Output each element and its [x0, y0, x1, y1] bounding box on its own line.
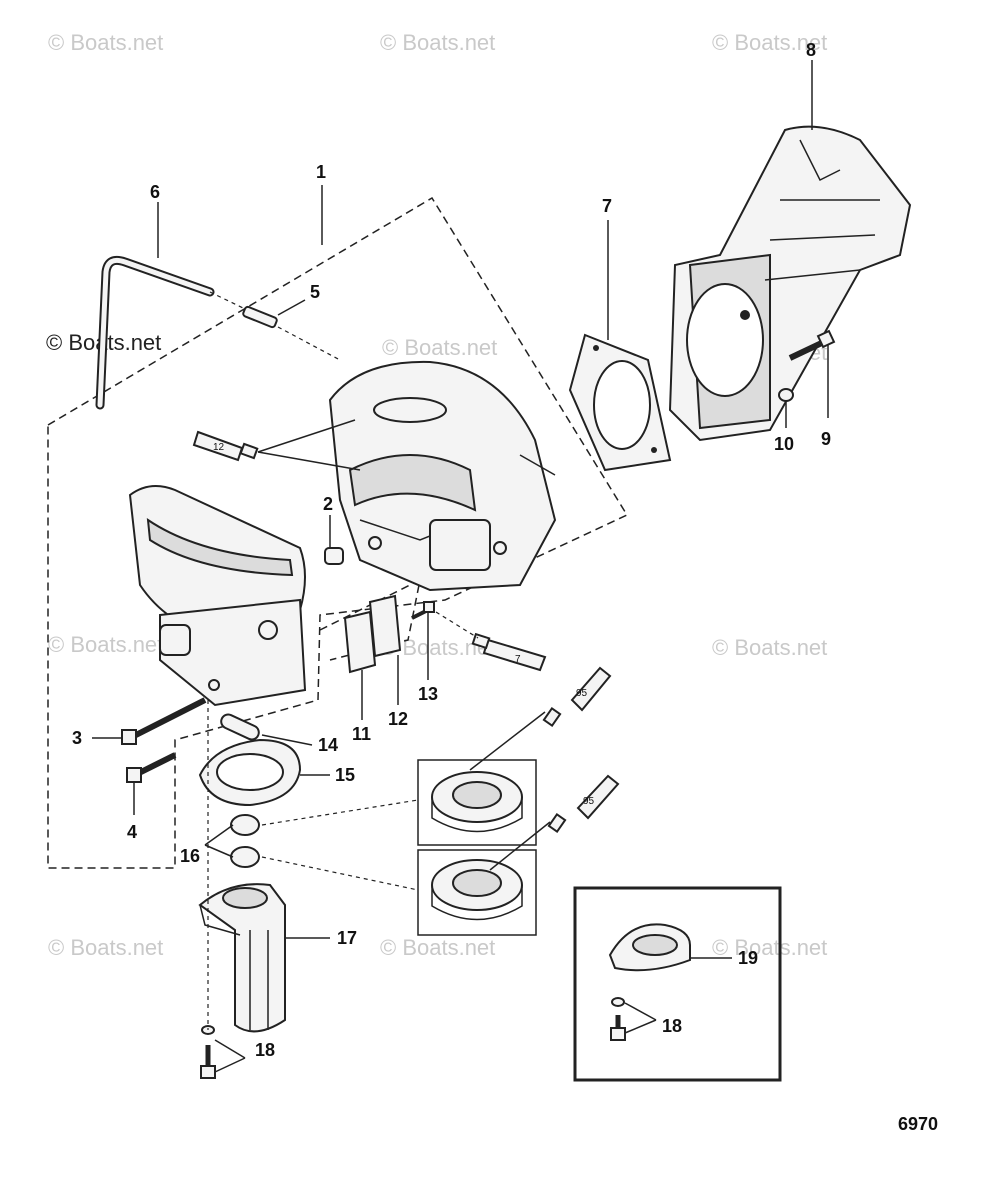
callout-18: 18 — [662, 1016, 682, 1036]
reed-plate-part — [343, 594, 402, 674]
fitting-part — [209, 291, 341, 361]
extension-housing — [668, 125, 912, 442]
callout-8: 8 — [806, 40, 816, 60]
assembly-boundary — [47, 196, 629, 869]
callout-3: 3 — [72, 728, 82, 748]
watermark: © Boats.net — [712, 935, 827, 960]
figure-number: 6970 — [898, 1114, 938, 1134]
bolt-part — [788, 329, 836, 361]
hose-part — [95, 255, 215, 410]
housing-lower — [128, 485, 307, 707]
pin-part — [220, 713, 260, 741]
screw-part — [126, 752, 177, 783]
water-tube-housing — [198, 883, 286, 1033]
seal-detail-box — [417, 849, 537, 936]
tube-label: 95 — [583, 796, 595, 807]
callout-10: 10 — [774, 434, 794, 454]
tube-label: 95 — [576, 688, 588, 699]
callout-2: 2 — [323, 494, 333, 514]
callout-7: 7 — [602, 196, 612, 216]
callout-1: 1 — [316, 162, 326, 182]
gasket-part — [568, 333, 672, 472]
screw-part — [121, 697, 207, 745]
screw-part — [200, 1025, 216, 1079]
callout-16: 16 — [180, 846, 200, 866]
watermark: © Boats.net — [712, 635, 827, 660]
watermark: © Boats.net — [380, 30, 495, 55]
callout-12: 12 — [388, 709, 408, 729]
callout-4: 4 — [127, 822, 137, 842]
tube-label: 7 — [515, 654, 521, 665]
watermark: © Boats.net — [48, 632, 163, 657]
tube-label: 12 — [213, 442, 225, 453]
gasket-part — [198, 738, 302, 807]
callout-14: 14 — [318, 735, 338, 755]
washer-part — [778, 388, 794, 402]
watermark: © Boats.net — [48, 935, 163, 960]
leader-lines — [92, 60, 829, 1073]
inset-box — [573, 886, 782, 1082]
tube-7: 7 — [471, 632, 547, 672]
callout-19: 19 — [738, 948, 758, 968]
housing-upper — [328, 360, 557, 592]
watermark: © Boats.net — [382, 335, 497, 360]
tube-95: 95 — [542, 666, 612, 727]
seal-detail-box — [417, 759, 537, 846]
seal-part — [204, 814, 260, 868]
callout-17: 17 — [337, 928, 357, 948]
callout-13: 13 — [418, 684, 438, 704]
callout-6: 6 — [150, 182, 160, 202]
tube-12: 12 — [192, 430, 259, 462]
tube-95: 95 — [547, 774, 620, 833]
screw-part — [411, 601, 435, 620]
callout-11: 11 — [352, 724, 371, 744]
watermark: © Boats.net — [48, 30, 163, 55]
watermark: © Boats.net — [380, 935, 495, 960]
callout-15: 15 — [335, 765, 355, 785]
watermark: © Boats.net — [712, 30, 827, 55]
callout-9: 9 — [821, 429, 831, 449]
callout-18: 18 — [255, 1040, 275, 1060]
callouts: 1 6 5 7 8 9 10 2 3 4 11 12 13 14 15 16 1… — [72, 40, 831, 1060]
callout-5: 5 — [310, 282, 320, 302]
plug-part — [324, 547, 344, 565]
